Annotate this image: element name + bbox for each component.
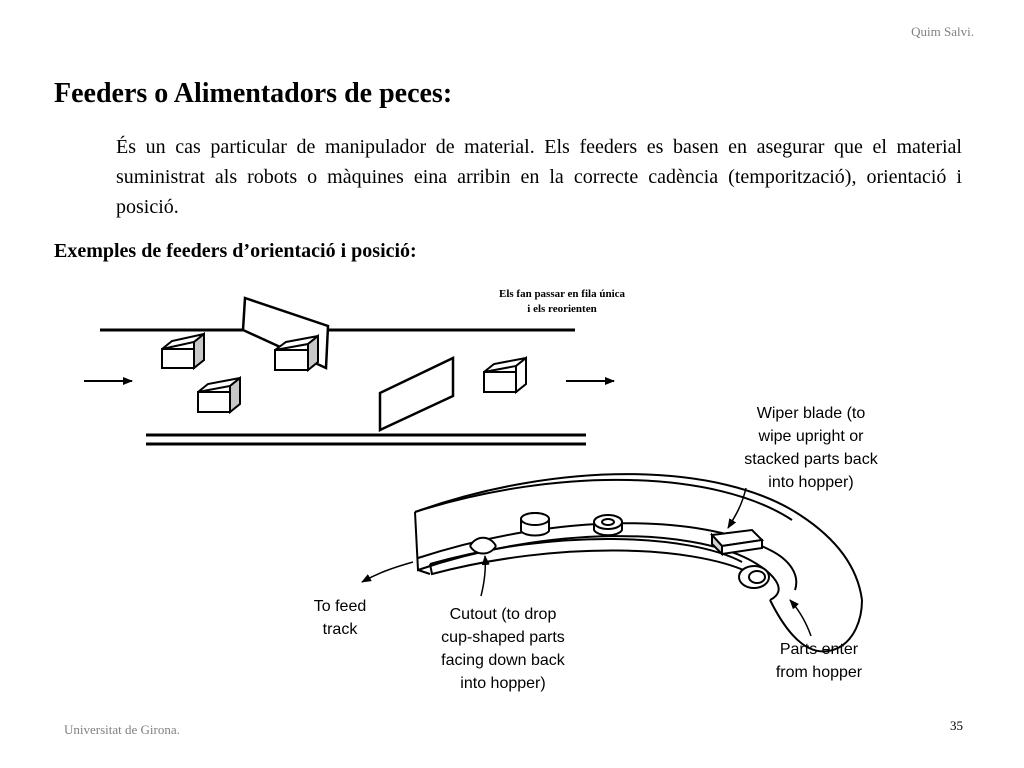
examples-heading: Exemples de feeders d’orientació i posic… bbox=[54, 240, 417, 262]
track-diagram bbox=[84, 296, 615, 446]
slide-title: Feeders o Alimentadors de peces: bbox=[54, 78, 453, 109]
wiper-label-line4: into hopper) bbox=[768, 474, 853, 491]
part-cube-icon bbox=[161, 331, 205, 371]
cutout-label-line3: facing down back bbox=[441, 652, 566, 669]
bowl-track-drawing bbox=[414, 473, 863, 653]
cutout-label-line1: Cutout (to drop bbox=[450, 606, 557, 623]
track-caption-line2: i els reorienten bbox=[527, 303, 596, 315]
cutout-pointer-arrow-icon bbox=[480, 555, 490, 597]
part-cube-icon bbox=[483, 355, 527, 395]
wiper-pointer-arrow-icon bbox=[727, 487, 747, 529]
footer-institution: Universitat de Girona. bbox=[64, 722, 180, 737]
wiper-label-line3: stacked parts back bbox=[744, 451, 878, 468]
parts-label-line1: Parts enter bbox=[780, 641, 859, 658]
feed-pointer-arrow-icon bbox=[361, 561, 414, 583]
track-caption-line1: Els fan passar en fila única bbox=[499, 288, 626, 300]
parts-pointer-arrow-icon bbox=[789, 599, 812, 637]
feed-label-line1: To feed bbox=[314, 598, 366, 615]
reorient-plate-icon bbox=[378, 356, 455, 432]
page-number: 35 bbox=[950, 718, 963, 733]
intro-paragraph: És un cas particular de manipulador de m… bbox=[116, 136, 962, 218]
cutout-label-line4: into hopper) bbox=[460, 675, 545, 692]
part-cube-icon bbox=[274, 333, 319, 373]
wiper-label-line2: wipe upright or bbox=[758, 428, 865, 445]
part-cube-icon bbox=[197, 375, 241, 415]
cutout-label-line2: cup-shaped parts bbox=[441, 629, 565, 646]
author-name: Quim Salvi. bbox=[911, 24, 974, 39]
feed-label-line2: track bbox=[323, 621, 359, 638]
parts-label-line2: from hopper bbox=[776, 664, 863, 681]
wiper-label-line1: Wiper blade (to bbox=[757, 405, 866, 422]
